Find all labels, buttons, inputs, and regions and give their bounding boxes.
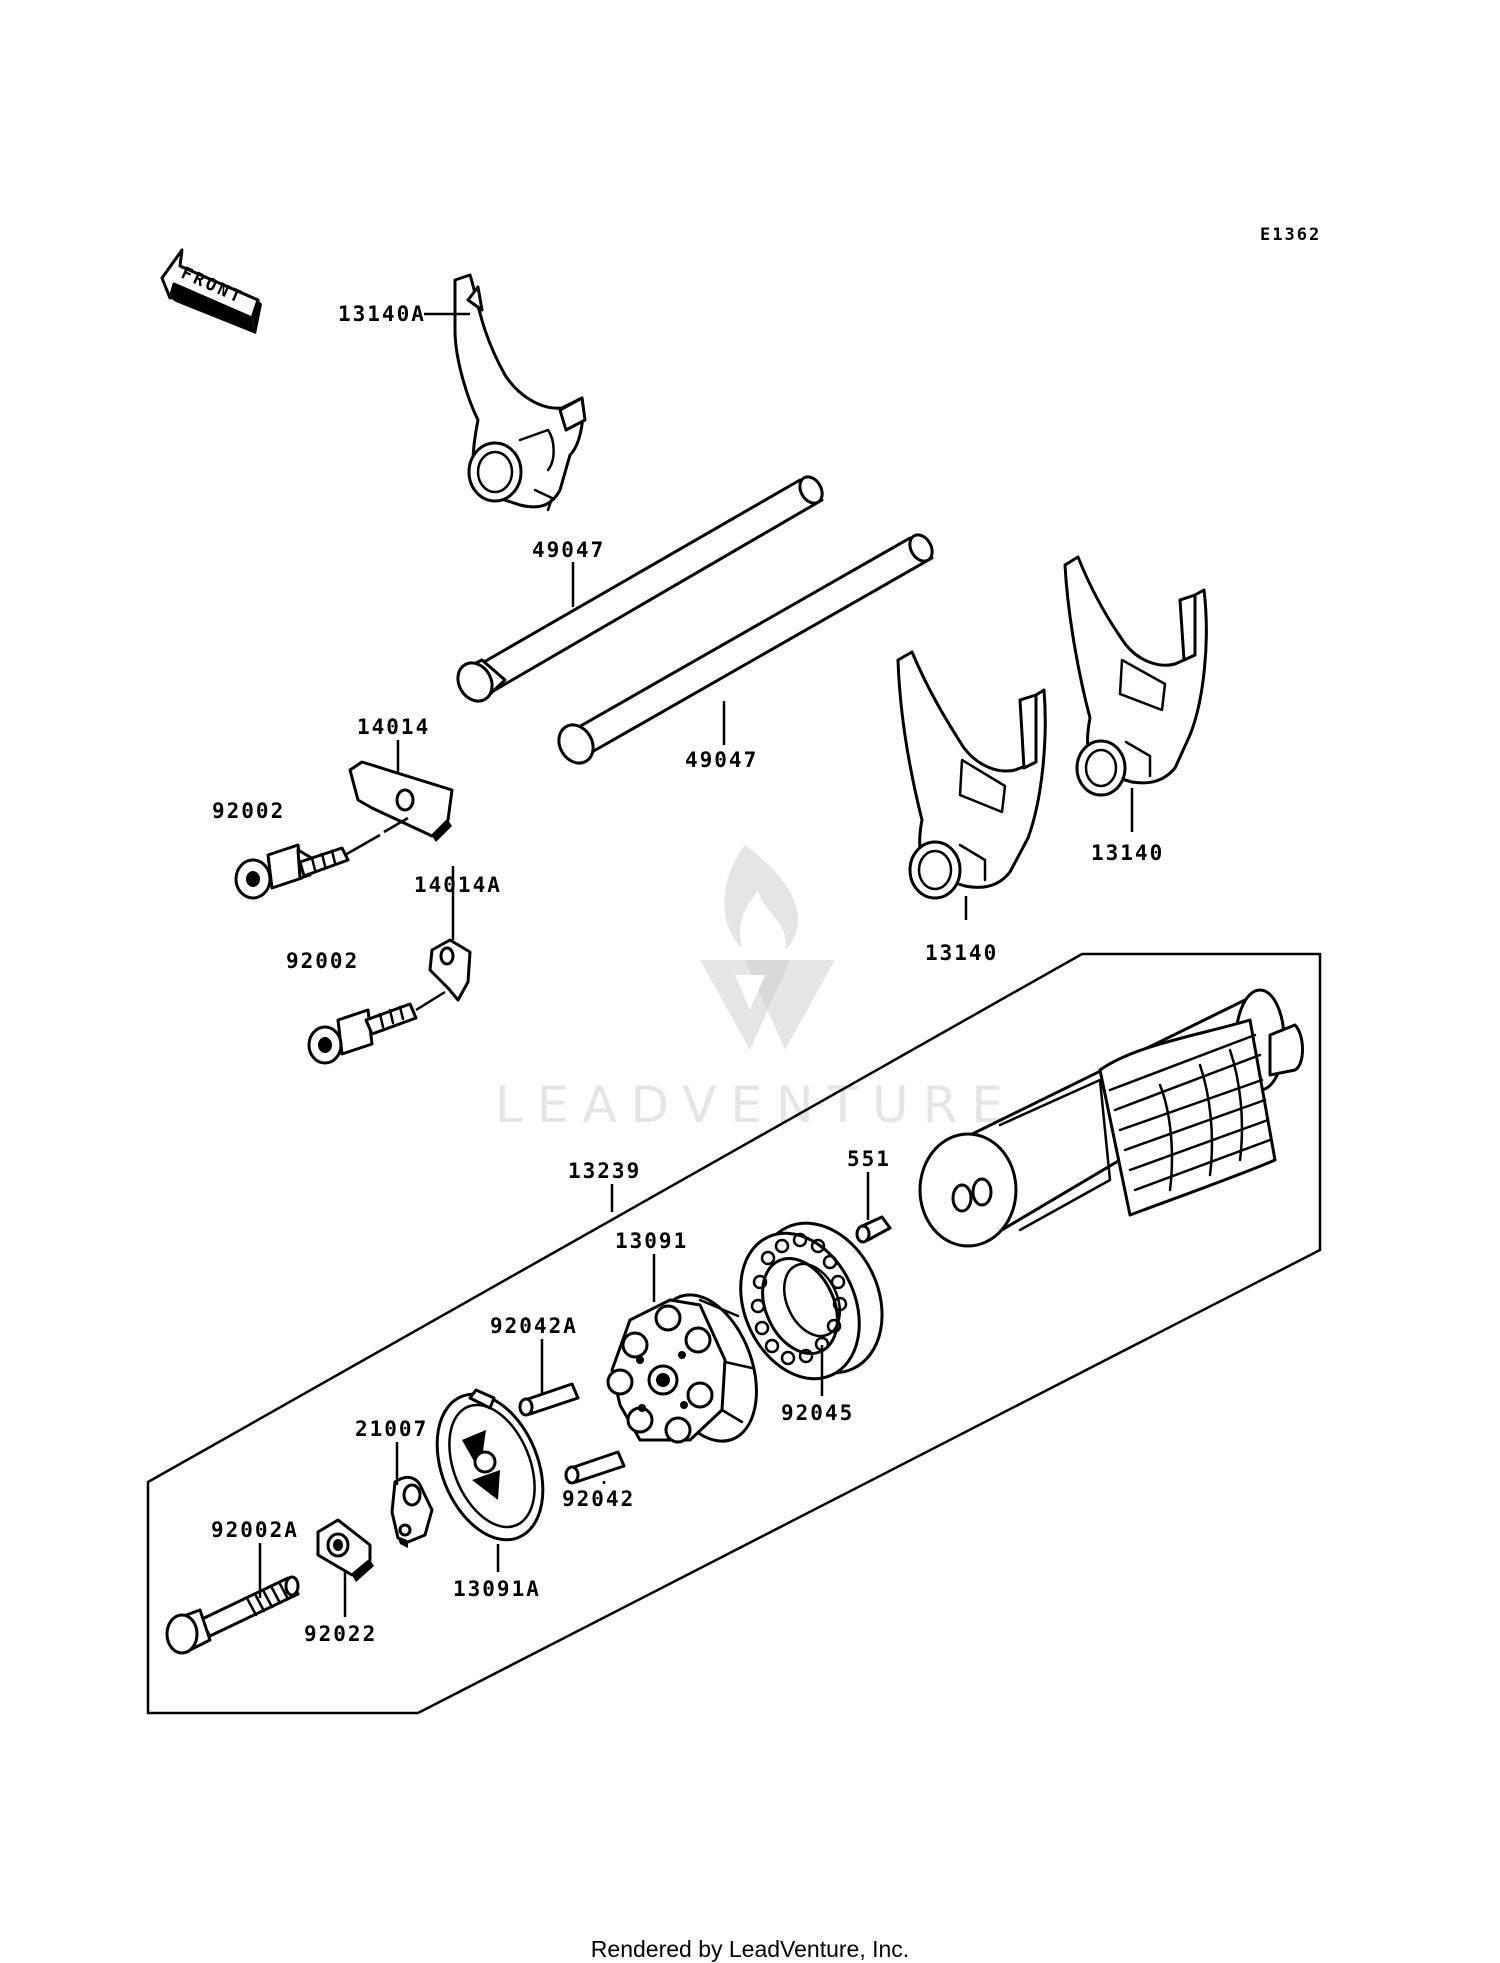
bolt-92002-upper xyxy=(234,816,409,900)
label-92045[interactable]: 92045 xyxy=(781,1401,854,1425)
shift-rod-49047-upper xyxy=(456,475,824,703)
label-92042a[interactable]: 92042A xyxy=(490,1314,578,1338)
shift-fork-13140-right xyxy=(1063,555,1208,797)
label-13140-middle[interactable]: 13140 xyxy=(925,941,998,965)
watermark: LEADVENTURE xyxy=(495,845,1017,1134)
part-labels: 13140A 49047 49047 14014 92002 14014A 92… xyxy=(211,302,1164,1646)
label-92042[interactable]: 92042 xyxy=(562,1487,635,1511)
label-551[interactable]: 551 xyxy=(847,1147,891,1171)
shift-fork-13140-middle xyxy=(896,650,1047,900)
watermark-text: LEADVENTURE xyxy=(495,1076,1017,1134)
label-49047-upper[interactable]: 49047 xyxy=(532,538,605,562)
shift-fork-13140a xyxy=(453,273,587,512)
label-14014[interactable]: 14014 xyxy=(357,715,430,739)
label-49047-lower[interactable]: 49047 xyxy=(685,748,758,772)
plate-13091a xyxy=(435,1388,545,1542)
label-14014a[interactable]: 14014A xyxy=(414,873,502,897)
shift-drum-13239 xyxy=(918,988,1304,1248)
shift-rod-49047-lower xyxy=(557,533,934,765)
washer-92022 xyxy=(316,1518,374,1582)
bolt-92002-lower xyxy=(307,990,446,1065)
label-92002a[interactable]: 92002A xyxy=(211,1518,299,1542)
label-13239[interactable]: 13239 xyxy=(568,1159,641,1183)
drum-cam-13091 xyxy=(606,1293,758,1444)
pin-551 xyxy=(855,1215,892,1244)
diagram-code: E1362 xyxy=(1260,225,1321,245)
pin-92042a xyxy=(518,1382,580,1417)
label-92022[interactable]: 92022 xyxy=(304,1622,377,1646)
plate-14014 xyxy=(348,760,454,842)
stopper-21007 xyxy=(390,1476,434,1548)
label-92002-upper[interactable]: 92002 xyxy=(212,799,285,823)
front-arrow-icon: FRONT xyxy=(160,248,262,334)
footer-credit: Rendered by LeadVenture, Inc. xyxy=(590,1936,910,1962)
label-13140-right[interactable]: 13140 xyxy=(1091,841,1164,865)
bearing-92045 xyxy=(739,1221,884,1381)
label-21007[interactable]: 21007 xyxy=(355,1417,428,1441)
bolt-92002a xyxy=(165,1575,300,1655)
label-13140a[interactable]: 13140A xyxy=(338,302,426,326)
plate-14014a xyxy=(428,938,472,1002)
pin-92042 xyxy=(564,1450,626,1485)
leader-lines xyxy=(258,312,1134,1617)
label-92002-lower[interactable]: 92002 xyxy=(286,949,359,973)
assembly-outline xyxy=(146,952,1322,1715)
label-13091[interactable]: 13091 xyxy=(615,1229,688,1253)
label-13091a[interactable]: 13091A xyxy=(453,1577,541,1601)
